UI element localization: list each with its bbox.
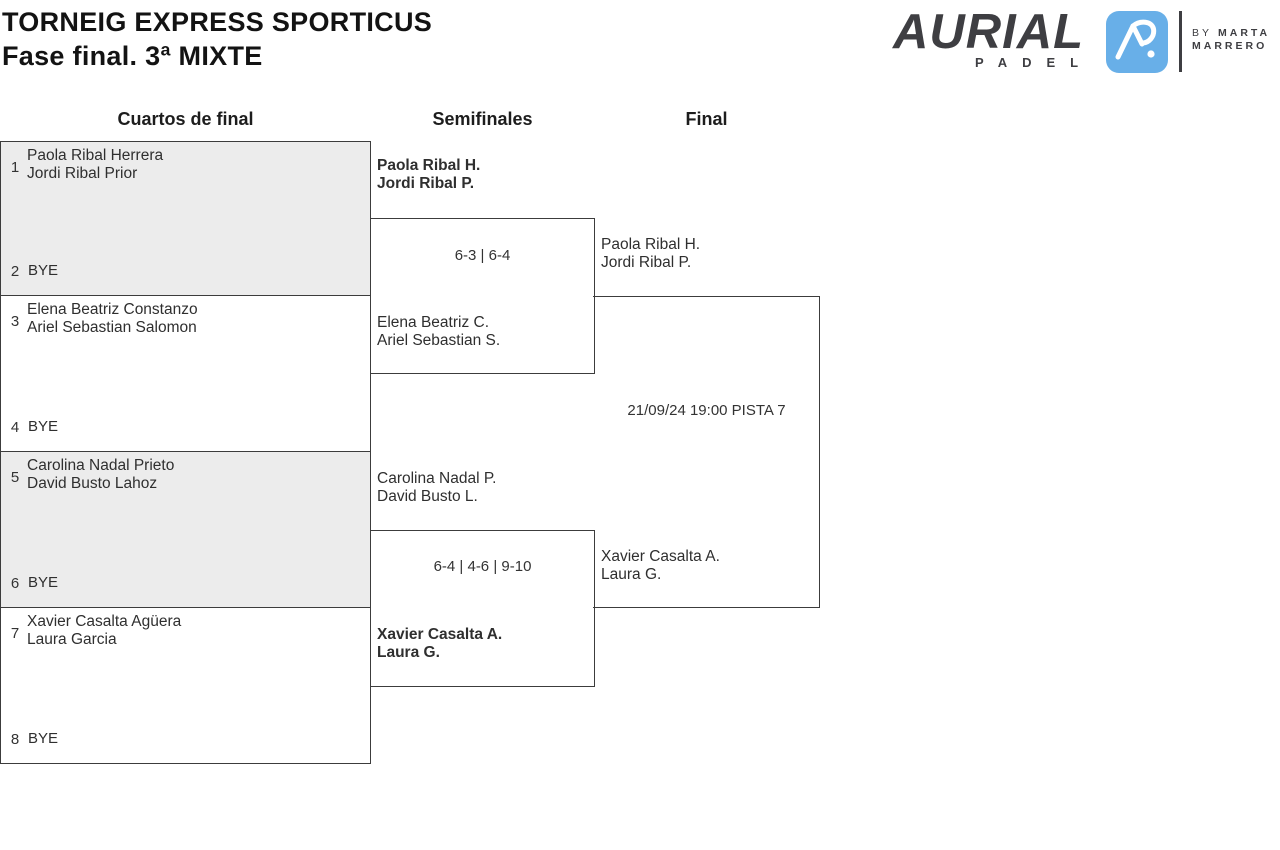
quarterfinal-match-2: 3 Elena Beatriz Constanzo Ariel Sebastia… [0, 295, 371, 452]
team-player-1: Paola Ribal Herrera [27, 147, 164, 164]
seed-number: 3 [10, 313, 20, 330]
semifinal-2-winner-team: Xavier Casalta A. Laura G. [377, 626, 502, 662]
semifinal-2-score: 6-4 | 4-6 | 9-10 [433, 558, 532, 575]
byline-name-2: MARRERO [1192, 40, 1268, 52]
logo-divider [1179, 11, 1182, 72]
final-match-info: 21/09/24 19:00 PISTA 7 [627, 402, 786, 419]
final-team-bottom: Xavier Casalta A. Laura G. [601, 548, 720, 584]
team-player-1: Carolina Nadal Prieto [27, 457, 175, 474]
final-box [593, 296, 820, 608]
bye-label: BYE [28, 730, 59, 747]
seed-number: 2 [10, 263, 20, 280]
byline-name-1: MARTA [1218, 27, 1271, 39]
semifinal-box-1 [370, 218, 595, 374]
team-player-1: Elena Beatriz Constanzo [27, 301, 198, 318]
seed-number: 1 [10, 159, 20, 176]
column-header-final: Final [685, 109, 728, 129]
team-names: Carolina Nadal Prieto David Busto Lahoz [27, 457, 174, 493]
team-player-1: Xavier Casalta Agüera [27, 613, 182, 630]
team-player-2: David Busto L. [377, 488, 478, 505]
seed-number: 8 [10, 731, 20, 748]
aurial-padel-text: PADEL [975, 55, 1094, 70]
column-header-semifinals: Semifinales [432, 109, 533, 129]
semifinal-2-loser-team: Carolina Nadal P. David Busto L. [377, 470, 496, 506]
team-names: Xavier Casalta Agüera Laura Garcia [27, 613, 181, 649]
team-player-1: Carolina Nadal P. [377, 470, 497, 487]
byline-prefix: BY [1192, 27, 1213, 39]
page-title: TORNEIG EXPRESS SPORTICUS [2, 7, 433, 37]
team-player-2: Jordi Ribal P. [601, 254, 692, 271]
team-names: Elena Beatriz Constanzo Ariel Sebastian … [27, 301, 198, 337]
team-player-2: Laura G. [377, 644, 440, 661]
bye-label: BYE [28, 262, 59, 279]
semifinal-box-2 [370, 530, 595, 687]
column-header-quarterfinals: Cuartos de final [117, 109, 254, 129]
aurial-monogram-icon [1106, 11, 1168, 73]
team-player-2: Jordi Ribal Prior [27, 165, 138, 182]
team-names: Paola Ribal Herrera Jordi Ribal Prior [27, 147, 163, 183]
quarterfinal-match-3: 5 Carolina Nadal Prieto David Busto Laho… [0, 451, 371, 608]
team-player-1: Elena Beatriz C. [377, 314, 489, 331]
final-team-top: Paola Ribal H. Jordi Ribal P. [601, 236, 700, 272]
quarterfinal-match-4: 7 Xavier Casalta Agüera Laura Garcia 8 B… [0, 607, 371, 764]
semifinal-1-score: 6-3 | 6-4 [454, 247, 511, 264]
seed-number: 4 [10, 419, 20, 436]
team-player-2: Laura Garcia [27, 631, 117, 648]
team-player-1: Xavier Casalta A. [601, 548, 720, 565]
page-subtitle: Fase final. 3ª MIXTE [2, 41, 263, 71]
team-player-2: Laura G. [601, 566, 662, 583]
seed-number: 5 [10, 469, 20, 486]
logo-byline: BY MARTA MARRERO [1192, 27, 1270, 53]
team-player-2: Ariel Sebastian Salomon [27, 319, 197, 336]
semifinal-1-loser-team: Elena Beatriz C. Ariel Sebastian S. [377, 314, 500, 350]
bye-label: BYE [28, 574, 59, 591]
bye-label: BYE [28, 418, 59, 435]
quarterfinal-match-1: 1 Paola Ribal Herrera Jordi Ribal Prior … [0, 141, 371, 296]
team-player-2: Jordi Ribal P. [377, 175, 475, 192]
aurial-brand-text: AURIAL [893, 5, 1085, 59]
team-player-2: Ariel Sebastian S. [377, 332, 501, 349]
team-player-1: Paola Ribal H. [377, 157, 481, 174]
semifinal-1-winner-team: Paola Ribal H. Jordi Ribal P. [377, 157, 480, 193]
seed-number: 7 [10, 625, 20, 642]
team-player-2: David Busto Lahoz [27, 475, 158, 492]
team-player-1: Xavier Casalta A. [377, 626, 503, 643]
team-player-1: Paola Ribal H. [601, 236, 701, 253]
seed-number: 6 [10, 575, 20, 592]
